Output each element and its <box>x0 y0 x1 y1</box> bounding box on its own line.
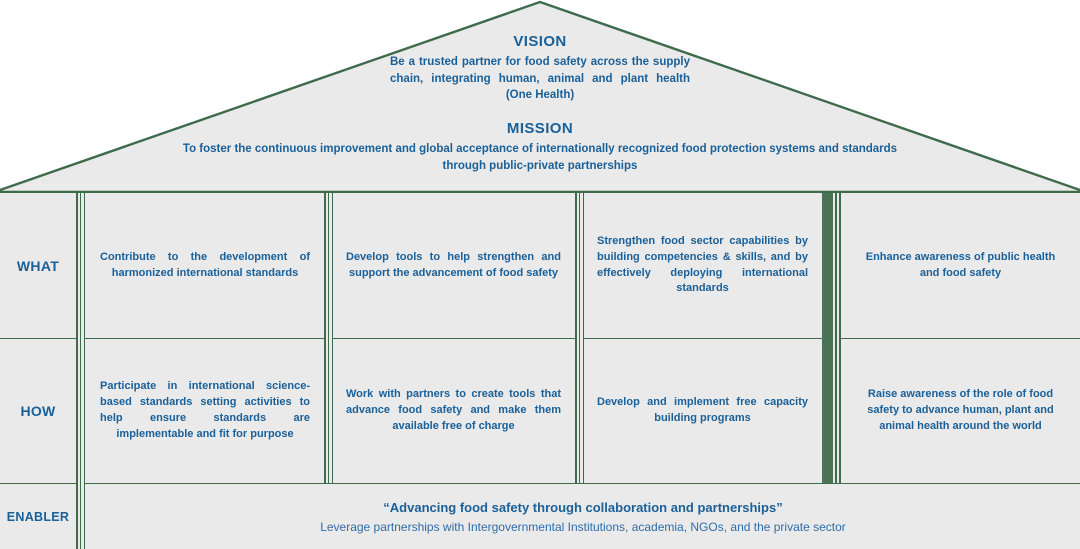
how-cell-1-text: Participate in international science-bas… <box>100 380 310 440</box>
pillar-divider-1 <box>76 193 86 483</box>
what-cell-4-text: Enhance awareness of public health and f… <box>865 250 1056 279</box>
pillar-divider-4 <box>822 193 841 483</box>
row-label-enabler: ENABLER <box>6 510 70 524</box>
what-cell-2-text: Develop tools to help strengthen and sup… <box>346 250 561 279</box>
enabler-title: “Advancing food safety through collabora… <box>383 499 783 515</box>
what-cell-1: Contribute to the development of harmoni… <box>86 193 324 338</box>
pillar-divider-2 <box>324 193 334 483</box>
row-how: HOW Participate in international science… <box>0 338 1080 483</box>
how-cell-4-text: Raise awareness of the role of food safe… <box>867 388 1054 432</box>
roof-section: VISION Be a trusted partner for food saf… <box>0 0 1080 192</box>
row-label-what: WHAT <box>16 257 60 274</box>
roof-shape-icon <box>0 0 1080 192</box>
row-label-how: HOW <box>20 403 56 419</box>
what-cell-1-text: Contribute to the development of harmoni… <box>100 250 310 279</box>
pillar-divider-enabler <box>76 483 86 549</box>
row-enabler: ENABLER “Advancing food safety through c… <box>0 483 1080 549</box>
what-cell-3-text: Strengthen food sector capabilities by b… <box>597 234 808 295</box>
what-cell-3: Strengthen food sector capabilities by b… <box>583 193 822 338</box>
row-what: WHAT Contribute to the development of ha… <box>0 193 1080 338</box>
what-cell-2: Develop tools to help strengthen and sup… <box>332 193 575 338</box>
what-cell-4: Enhance awareness of public health and f… <box>841 193 1080 338</box>
how-cell-2: Work with partners to create tools that … <box>332 339 575 483</box>
how-cell-3-text: Develop and implement free capacity buil… <box>597 396 808 424</box>
how-cell-2-text: Work with partners to create tools that … <box>346 388 561 432</box>
house-body: WHAT Contribute to the development of ha… <box>0 192 1080 549</box>
how-cell-1: Participate in international science-bas… <box>86 339 324 483</box>
enabler-subtitle: Leverage partnerships with Intergovernme… <box>320 520 846 535</box>
enabler-cell: “Advancing food safety through collabora… <box>86 484 1080 549</box>
pillar-divider-3 <box>575 193 585 483</box>
how-cell-4: Raise awareness of the role of food safe… <box>841 339 1080 483</box>
how-cell-3: Develop and implement free capacity buil… <box>583 339 822 483</box>
